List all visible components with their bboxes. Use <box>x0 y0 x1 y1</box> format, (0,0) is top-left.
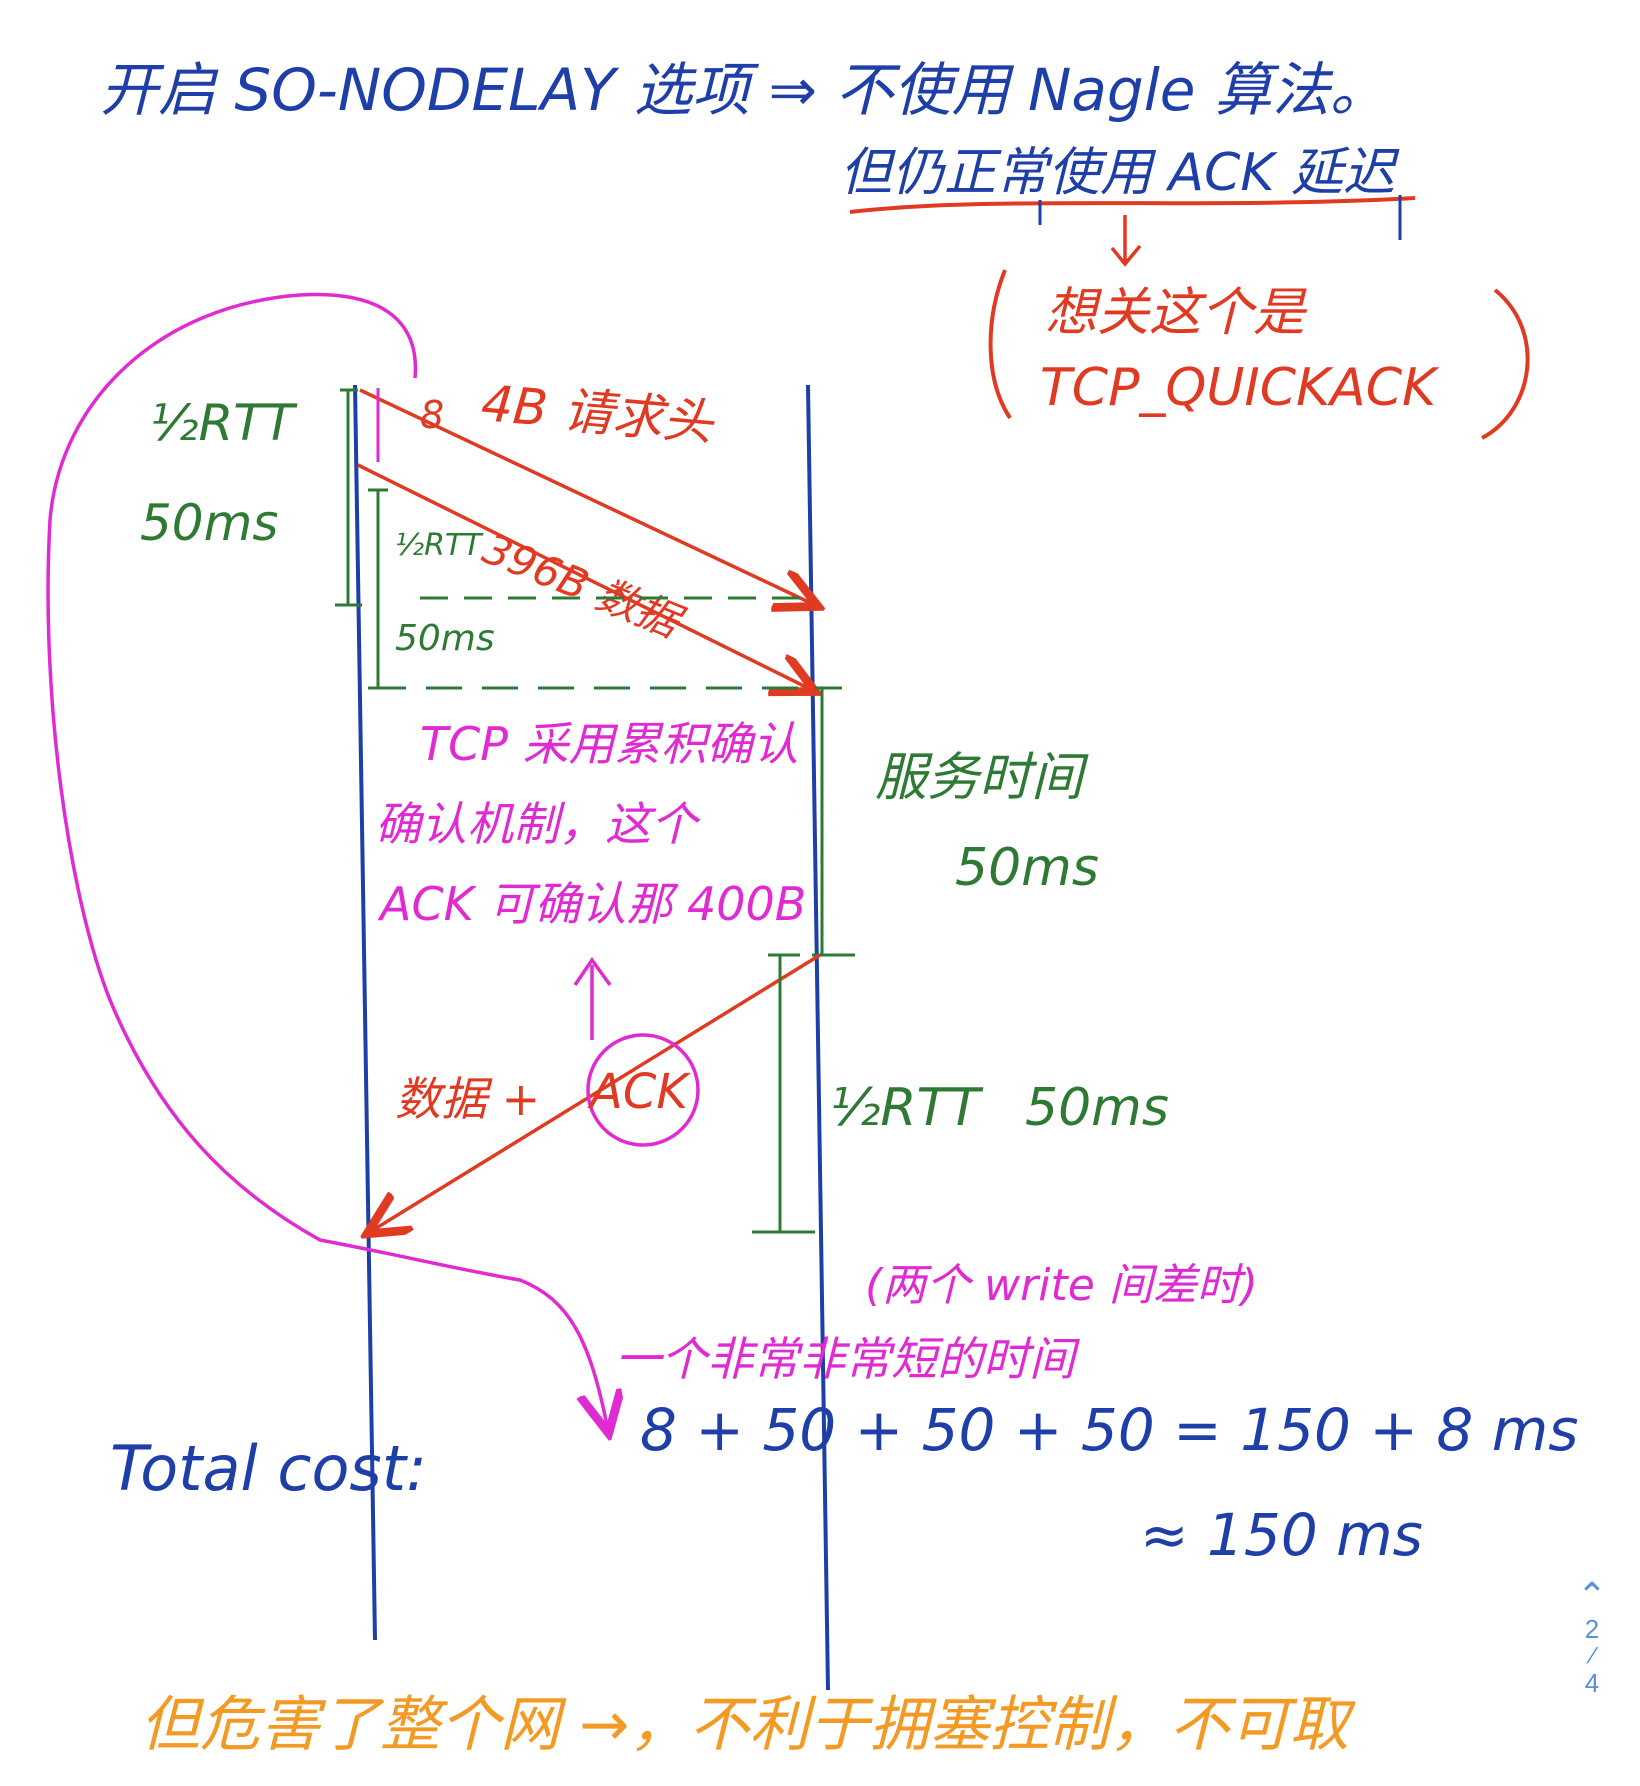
service-time-bracket <box>812 686 855 957</box>
half-rtt-left-1-bracket <box>335 388 362 607</box>
half-rtt-left-2-value: 50ms <box>395 618 495 659</box>
note-left-bracket <box>988 269 1012 420</box>
half-rtt-left-2-bracket <box>368 488 392 690</box>
msg2-arrow <box>357 463 812 690</box>
msg2-label: 396B 数据 <box>476 524 691 649</box>
page-separator: / <box>1584 1643 1600 1668</box>
ack-up-arrow <box>573 956 612 1040</box>
note-line-2: TCP_QUICKACK <box>1040 358 1440 418</box>
subtitle-underline <box>849 196 1416 214</box>
service-time-label: 服务时间 <box>875 748 1089 808</box>
note-right-bracket <box>1481 288 1530 440</box>
page-indicator: ⌃ 2 / 4 <box>1570 1575 1614 1699</box>
server-timeline <box>806 384 830 1691</box>
half-rtt-right-label: ½RTT <box>830 1078 984 1138</box>
delayed-ack-note-line-2: 确认机制，这个 <box>375 797 701 851</box>
note-line-1: 想关这个是 <box>1045 283 1308 343</box>
total-pages: 4 <box>1584 1668 1600 1698</box>
total-approx: ≈ 150 ms <box>1140 1501 1423 1569</box>
total-label: Total cost: <box>110 1432 427 1505</box>
reply-label: 数据 + <box>395 1072 540 1126</box>
write-gap-note: (两个 write 间差时) <box>865 1260 1258 1311</box>
subtitle: 但仍正常使用 ACK 延迟 <box>840 143 1400 203</box>
reply-ack: ACK <box>587 1064 691 1120</box>
chevron-up-icon[interactable]: ⌃ <box>1576 1575 1608 1616</box>
half-rtt-left-1-value: 50ms <box>140 494 278 552</box>
half-rtt-left-1-label: ½RTT <box>150 394 298 452</box>
ack-circle <box>586 1033 700 1147</box>
delayed-ack-note-line-3: ACK 可确认那 400B <box>377 877 806 931</box>
delayed-ack-note-line-1: TCP 采用累积确认 <box>420 717 799 771</box>
msg1-time: 8 <box>420 393 444 437</box>
page-title: 开启 SO-NODELAY 选项 ⇒ 不使用 Nagle 算法。 <box>100 56 1388 124</box>
total-expression: 8 + 50 + 50 + 50 = 150 + 8 ms <box>640 1396 1578 1464</box>
reply-arrow <box>370 953 821 1232</box>
half-rtt-left-2-label: ½RTT <box>395 528 484 563</box>
footer-conclusion: 但危害了整个网 →，不利于拥塞控制，不可取 <box>140 1690 1356 1760</box>
very-short-note: 一个非常非常短的时间 <box>615 1332 1081 1386</box>
subtitle-down-arrow <box>1110 215 1142 267</box>
current-page: 2 <box>1584 1614 1600 1644</box>
msg1-label: 4B 请求头 <box>479 374 718 452</box>
half-rtt-right-value: 50ms <box>1025 1078 1169 1138</box>
half-rtt-right-bracket <box>752 953 815 1234</box>
msg1-arrow <box>359 388 815 605</box>
client-timeline <box>353 384 377 1641</box>
magenta-loop <box>46 292 608 1430</box>
service-time-value: 50ms <box>955 838 1099 898</box>
